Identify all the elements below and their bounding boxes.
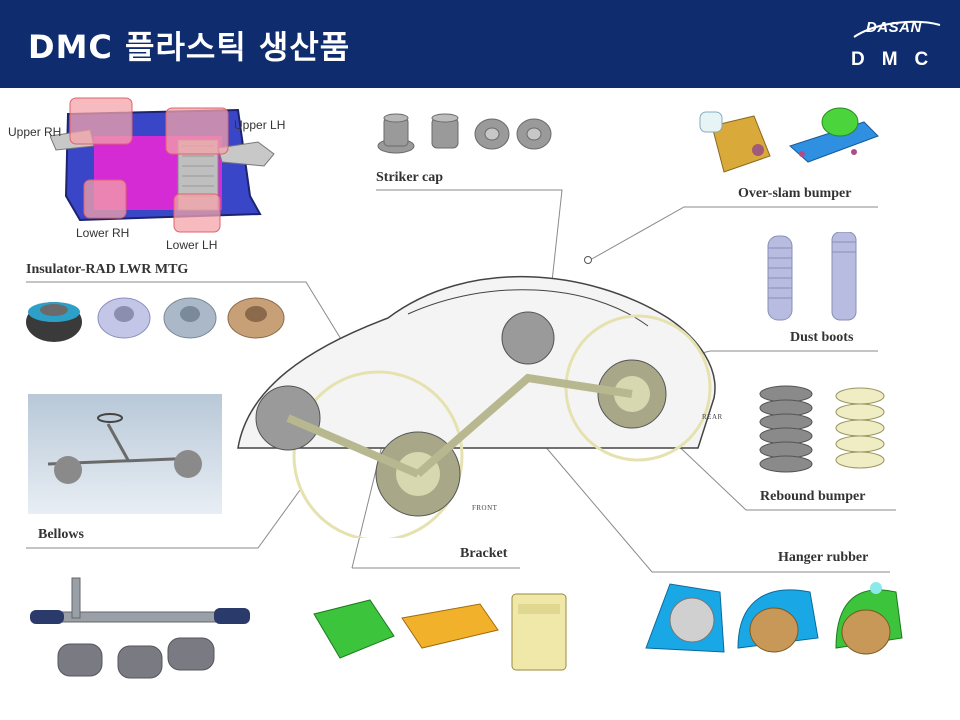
header-bar: DMC 플라스틱 생산품 DASAN DMC — [0, 0, 960, 88]
label-lower-lh: Lower LH — [166, 238, 218, 252]
rebound-bumper-illustration — [759, 385, 885, 473]
label-bellows: Bellows — [38, 527, 84, 542]
label-lower-rh: Lower RH — [76, 226, 130, 240]
label-over-slam-bumper: Over-slam bumper — [738, 186, 852, 201]
striker-cap-illustration — [377, 113, 552, 154]
label-hanger-rubber: Hanger rubber — [778, 550, 869, 565]
car-front-label: FRONT — [472, 504, 498, 512]
dust-boots-illustration — [767, 232, 857, 321]
logo-dmc: DMC — [851, 49, 946, 70]
logo-dasan: DASAN — [866, 19, 922, 36]
bellows-photo — [28, 394, 222, 514]
label-upper-lh: Upper LH — [234, 118, 286, 132]
label-rebound-bumper: Rebound bumper — [760, 489, 866, 504]
hanger-rubber-illustration — [645, 582, 903, 655]
dasan-swoosh-icon — [853, 20, 941, 38]
label-upper-rh: Upper RH — [8, 125, 62, 139]
label-insulator: Insulator-RAD LWR MTG — [26, 262, 189, 277]
steering-rack-illustration — [30, 577, 250, 679]
car-rear-label: REAR — [702, 413, 723, 421]
insulator-illustration — [26, 297, 285, 342]
label-striker-cap: Striker cap — [376, 170, 444, 185]
car-cutaway-illustration — [237, 276, 716, 538]
page-title: DMC 플라스틱 생산품 — [28, 28, 351, 66]
radiator-support-illustration — [50, 97, 275, 233]
bracket-illustration — [313, 593, 567, 671]
label-bracket: Bracket — [460, 546, 508, 561]
over-slam-bumper-illustration — [699, 107, 879, 173]
label-dust-boots: Dust boots — [790, 330, 854, 345]
